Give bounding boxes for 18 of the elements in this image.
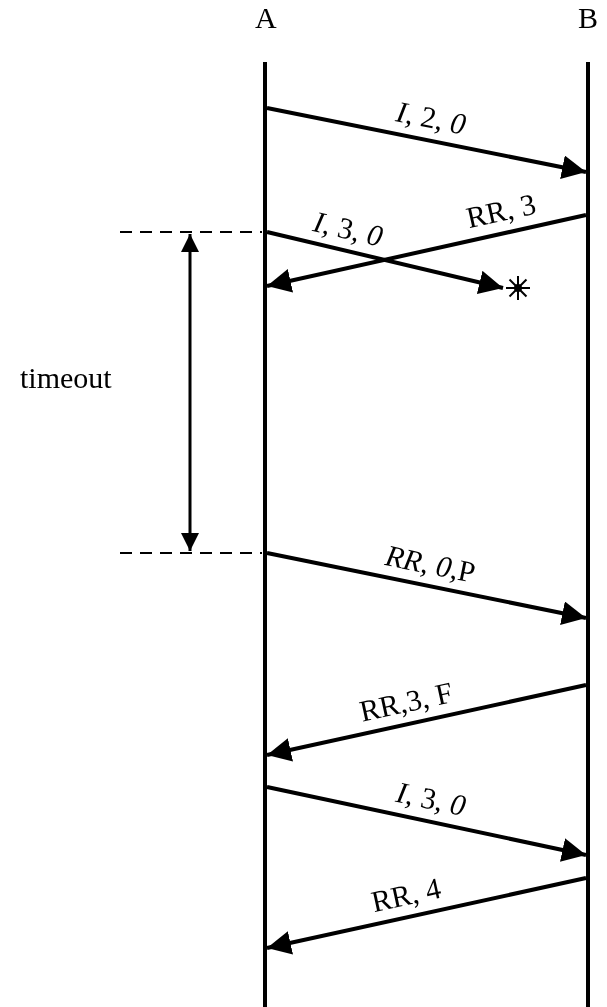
arrow xyxy=(266,785,587,862)
asterisk-icon xyxy=(503,273,533,303)
participant-label: B xyxy=(578,2,598,34)
arrow xyxy=(266,876,587,955)
participant-label: A xyxy=(255,2,277,34)
edge-label: I, 3, 0 xyxy=(309,204,386,253)
arrow xyxy=(266,683,587,762)
edge-label: RR, 3 xyxy=(463,188,540,235)
edge-label: RR, 0,P xyxy=(383,539,479,589)
dimension-label: timeout xyxy=(20,362,112,394)
edge-label: RR,3, F xyxy=(356,676,456,728)
arrow xyxy=(266,551,587,625)
arrow xyxy=(266,213,587,293)
edge-label: I, 2, 0 xyxy=(393,95,469,141)
arrow xyxy=(266,230,504,295)
edge-label: I, 3, 0 xyxy=(393,776,469,823)
arrow xyxy=(266,106,587,180)
edge-label: RR, 4 xyxy=(368,871,444,919)
